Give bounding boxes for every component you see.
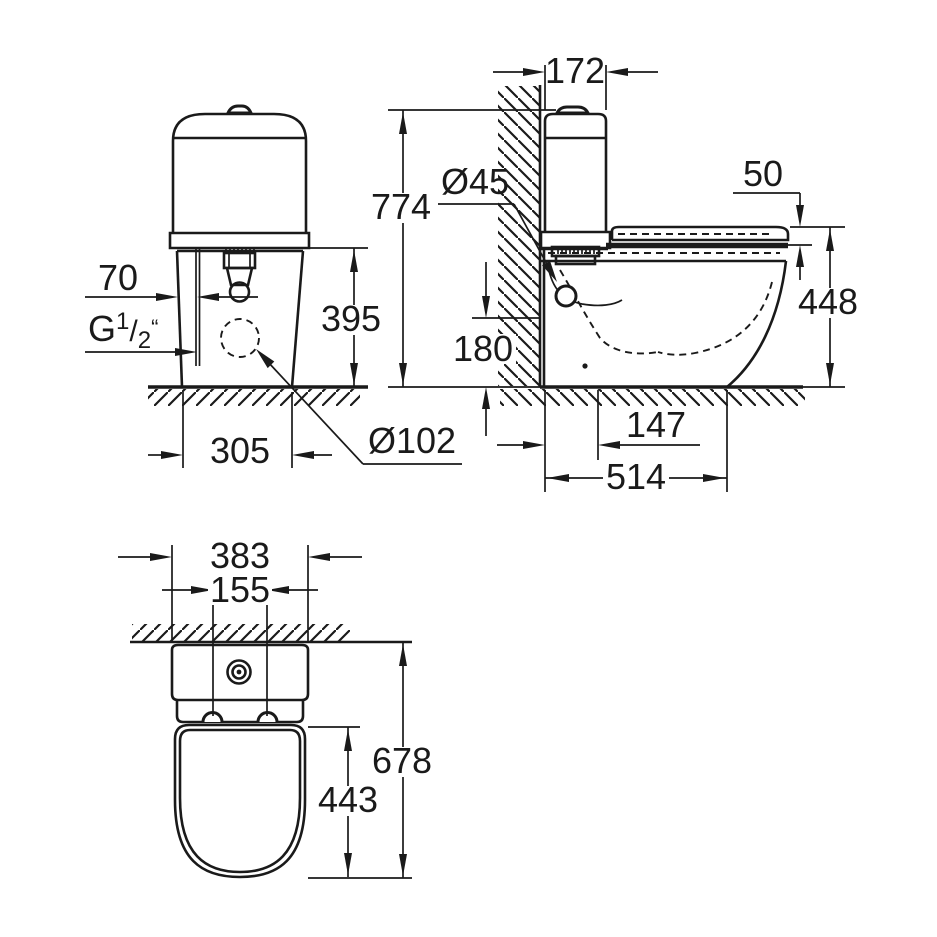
dim-305-arrow-left [161, 451, 183, 459]
dim-180-label: 180 [453, 328, 513, 369]
dim-774-mask [370, 193, 436, 223]
front-view: 70 G1/2“ 395 305 Ø102 [85, 104, 462, 471]
plan-cistern-outline [170, 643, 310, 702]
dim-305-arrow-right [292, 451, 314, 459]
front-bowl-left-edge [175, 250, 184, 388]
side-flush-button [554, 105, 591, 115]
dim-395-arrow-up [350, 250, 358, 272]
side-bowl-cavity-dashed [559, 269, 659, 355]
dim-50-label: 50 [743, 153, 783, 194]
dia102-label: Ø102 [368, 420, 456, 461]
dim-448-mask [795, 288, 863, 318]
dim-443-mask [315, 786, 381, 816]
side-floor-hatching [500, 389, 805, 406]
front-valve-cone [225, 266, 254, 287]
dim-514-label: 514 [606, 456, 666, 497]
dim-774-arrow-down [399, 363, 407, 385]
plan-view: 383 155 678 443 [118, 535, 436, 879]
dim-70-label: 70 [98, 257, 138, 298]
dim-383-label: 383 [210, 535, 270, 576]
thread-label: G1/2“ [88, 308, 158, 354]
dim-448-arrow-up [826, 229, 834, 251]
plan-seat-inner [178, 728, 302, 874]
front-valve-outlet-circle [228, 281, 251, 303]
dim-383-arrow-right [308, 553, 330, 561]
dim-155-mask [208, 576, 272, 605]
side-bowl-inner-dashed [657, 281, 773, 356]
dim-180-mask [450, 334, 516, 364]
dim-774-arrow-up [399, 112, 407, 134]
dim-514-arrow-left [547, 474, 569, 482]
side-outlet-mark-dot [582, 363, 588, 369]
front-valve-serration [225, 248, 255, 253]
dim-155-label: 155 [210, 569, 270, 610]
dim-395-label: 395 [321, 298, 381, 339]
dim-172-arrow-right [606, 68, 628, 76]
dim-448-arrow-down [826, 363, 834, 385]
dim-70-arrow-left [156, 293, 178, 301]
thread-leader-arrow [175, 348, 197, 356]
dim-395-arrow-down [350, 363, 358, 385]
side-bowl-front-curve [726, 260, 788, 388]
side-seat-lid [610, 225, 790, 242]
side-cistern-base-band [539, 230, 612, 250]
dim-514-arrow-right [703, 474, 725, 482]
dim-147-arrow-right [598, 441, 620, 449]
side-cistern-outline [543, 112, 608, 232]
dia45-leader-arrow [542, 260, 557, 282]
dim-305-label: 305 [210, 430, 270, 471]
dim-514-mask [603, 463, 669, 493]
dim-50-arrow-down [796, 205, 804, 227]
dim-180-arrow-up [482, 387, 490, 409]
dim-443-arrow-down [344, 853, 352, 875]
dim-443-arrow-up [344, 729, 352, 751]
plan-flush-button-center [236, 669, 242, 675]
plan-base-band [175, 700, 305, 724]
front-cistern-outline [171, 112, 308, 233]
plan-flush-button-middle [231, 664, 247, 680]
dim-50-arrow-up [796, 245, 804, 267]
dim-395-mask [317, 305, 385, 335]
plan-seat-outer [173, 723, 307, 879]
dia102-leader-arrow [256, 349, 275, 369]
dim-448-label: 448 [798, 281, 858, 322]
dia45-leader-line [513, 203, 549, 267]
dia102-leader-line [267, 361, 364, 465]
side-trap-curve [547, 265, 623, 307]
dim-147-label: 147 [626, 404, 686, 445]
dia45-label: Ø45 [441, 161, 509, 202]
plan-wall-hatching [132, 624, 350, 642]
dim-155-arrow-right [267, 586, 289, 594]
dim-678-arrow-up [399, 644, 407, 666]
dim-172-mask [546, 57, 604, 87]
dim-180-arrow-down [482, 296, 490, 318]
dim-172-label: 172 [545, 50, 605, 91]
front-bowl-right-edge [290, 250, 305, 388]
dim-172-arrow-left [523, 68, 545, 76]
side-view: 172 774 Ø45 50 448 180 [370, 50, 863, 497]
front-flush-button [225, 104, 254, 115]
dim-147-arrow-left [523, 441, 545, 449]
dim-443-label: 443 [318, 779, 378, 820]
dim-155-arrow-left [191, 586, 213, 594]
dim-678-mask [370, 747, 436, 777]
dim-383-arrow-left [150, 553, 172, 561]
side-valve-serration [557, 249, 595, 254]
dim-678-label: 678 [372, 740, 432, 781]
plan-flush-button-outer [226, 659, 252, 685]
side-valve-lower [554, 254, 597, 266]
dim-774-label: 774 [371, 186, 431, 227]
front-cistern-base-band [168, 231, 311, 250]
dim-70-arrow-right [197, 293, 219, 301]
front-outlet-dashed-circle [220, 318, 260, 358]
side-inlet-circle [554, 284, 578, 308]
dim-678-arrow-down [399, 854, 407, 876]
front-floor-hatching [148, 389, 360, 406]
